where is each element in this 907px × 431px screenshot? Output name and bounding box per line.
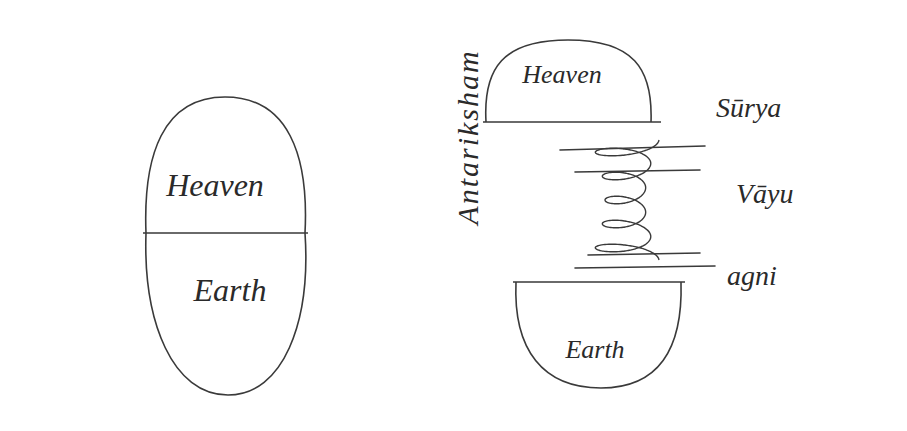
region-name: Earth: [194, 272, 267, 309]
region-outline-path: [143, 97, 308, 233]
cosmos-region: Heaven: [143, 95, 308, 233]
sky-line: [588, 253, 700, 255]
deity-label: Vāyu: [736, 178, 794, 210]
region-name: Heaven: [522, 60, 601, 90]
sky-line: [575, 170, 700, 172]
deity-label: agni: [727, 260, 777, 292]
region-label: Antariksham: [451, 49, 485, 224]
region-outline-path: [483, 40, 661, 122]
cosmos-region: Heaven: [483, 38, 661, 124]
sky-line: [560, 146, 705, 150]
sky-line: [575, 266, 715, 268]
region-outline: [143, 95, 308, 233]
region-name: Earth: [565, 335, 624, 365]
deity-label: Sūrya: [716, 92, 781, 124]
region-outline: [143, 233, 308, 398]
region-name: Heaven: [166, 167, 264, 204]
region-outline-path: [513, 282, 685, 388]
air-spiral: [595, 140, 659, 260]
cosmos-region: Earth: [143, 233, 308, 398]
region-outline-path: [146, 233, 306, 395]
cosmos-region: Earth: [513, 280, 685, 392]
